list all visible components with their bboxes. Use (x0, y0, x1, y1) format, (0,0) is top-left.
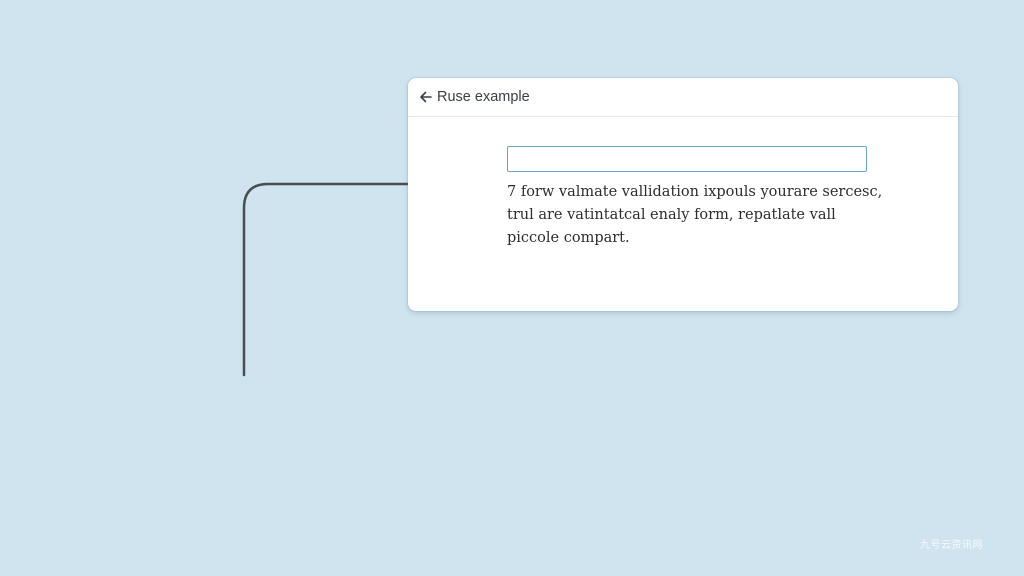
arrow-left-icon[interactable] (419, 90, 433, 104)
panel-body: 7 forw valmate vallidation ixpouls youra… (408, 117, 958, 311)
panel-header: Ruse example (408, 78, 958, 117)
back-link-label[interactable]: Ruse example (437, 89, 530, 105)
example-panel: Ruse example 7 forw valmate vallidation … (408, 78, 958, 311)
message-line: trul are vatintatcal enaly form, repatla… (507, 207, 836, 223)
message-line: piccole compart. (507, 230, 630, 246)
text-input[interactable] (507, 146, 867, 172)
message-line: 7 forw valmate vallidation ixpouls youra… (507, 184, 883, 200)
validation-message: 7 forw valmate vallidation ixpouls youra… (507, 181, 907, 250)
watermark-text: 九号云资讯网 (920, 540, 983, 551)
